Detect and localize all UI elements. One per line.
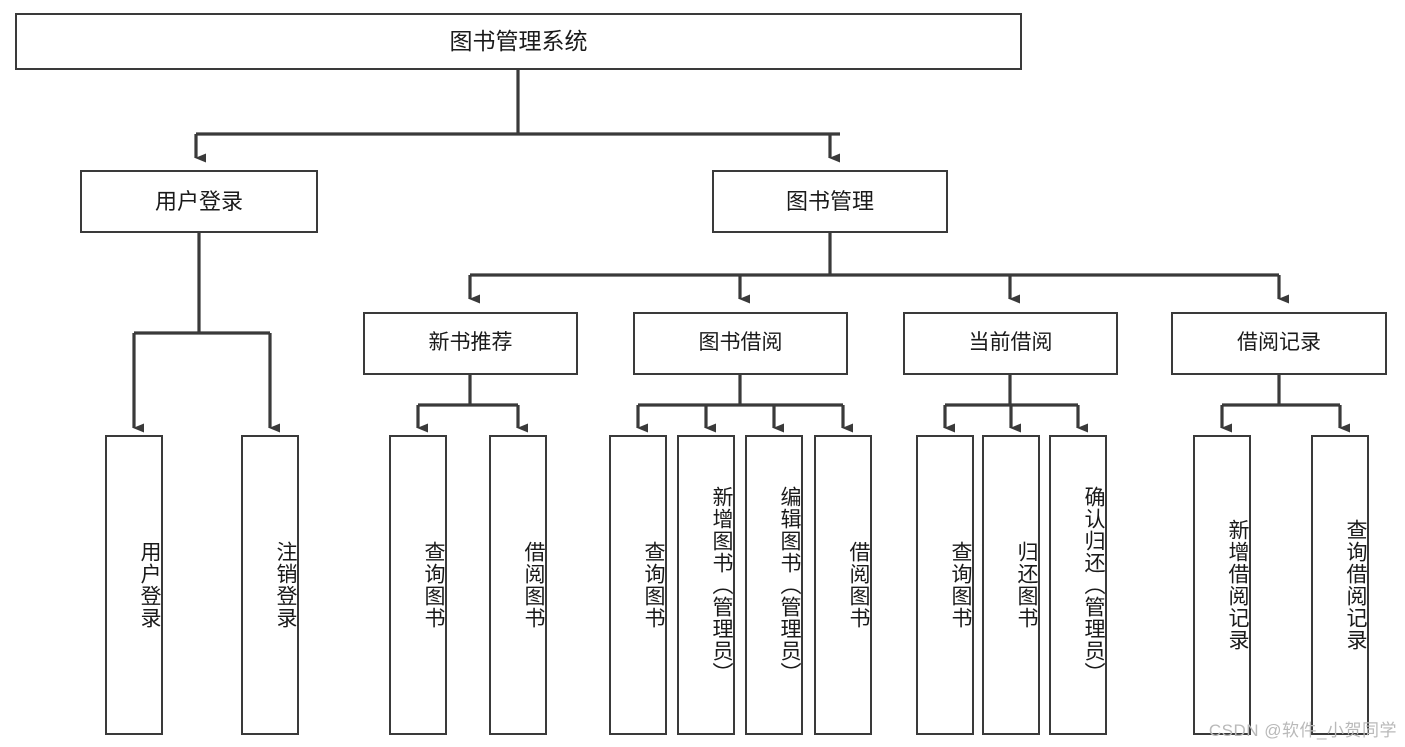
leaf-label: 查询图书 (949, 541, 972, 629)
node-user-login[interactable]: 用户登录 (80, 170, 318, 233)
leaf-borrow-record-query[interactable]: 查询借阅记录 (1311, 435, 1369, 735)
leaf-book-borrow-edit[interactable]: 编辑图书（管理员） (745, 435, 803, 735)
leaf-borrow-record-add[interactable]: 新增借阅记录 (1193, 435, 1251, 735)
leaf-label: 确认归还（管理员） (1082, 486, 1105, 684)
leaf-label: 新增图书（管理员） (710, 486, 733, 684)
leaf-new-book-query[interactable]: 查询图书 (389, 435, 447, 735)
leaf-label: 编辑图书（管理员） (778, 486, 801, 684)
leaf-current-borrow-confirm-return[interactable]: 确认归还（管理员） (1049, 435, 1107, 735)
leaf-label: 归还图书 (1015, 541, 1038, 629)
node-current-borrow[interactable]: 当前借阅 (903, 312, 1118, 375)
node-book-management[interactable]: 图书管理 (712, 170, 948, 233)
leaf-label: 新增借阅记录 (1226, 519, 1249, 651)
leaf-label: 借阅图书 (847, 541, 870, 629)
leaf-label: 借阅图书 (522, 541, 545, 629)
leaf-user-login-login[interactable]: 用户登录 (105, 435, 163, 735)
leaf-user-login-logout[interactable]: 注销登录 (241, 435, 299, 735)
node-borrow-record[interactable]: 借阅记录 (1171, 312, 1387, 375)
csdn-watermark: CSDN @软件_小贺同学 (1208, 721, 1397, 740)
leaf-new-book-borrow[interactable]: 借阅图书 (489, 435, 547, 735)
leaf-book-borrow-add[interactable]: 新增图书（管理员） (677, 435, 735, 735)
leaf-book-borrow-borrow[interactable]: 借阅图书 (814, 435, 872, 735)
node-new-book-recommend[interactable]: 新书推荐 (363, 312, 578, 375)
leaf-current-borrow-return[interactable]: 归还图书 (982, 435, 1040, 735)
leaf-label: 查询图书 (642, 541, 665, 629)
node-root-system[interactable]: 图书管理系统 (15, 13, 1022, 70)
node-book-borrow[interactable]: 图书借阅 (633, 312, 848, 375)
leaf-label: 注销登录 (274, 541, 297, 629)
leaf-book-borrow-query[interactable]: 查询图书 (609, 435, 667, 735)
leaf-label: 查询借阅记录 (1344, 519, 1367, 651)
leaf-label: 查询图书 (422, 541, 445, 629)
leaf-current-borrow-query[interactable]: 查询图书 (916, 435, 974, 735)
leaf-label: 用户登录 (138, 541, 161, 629)
